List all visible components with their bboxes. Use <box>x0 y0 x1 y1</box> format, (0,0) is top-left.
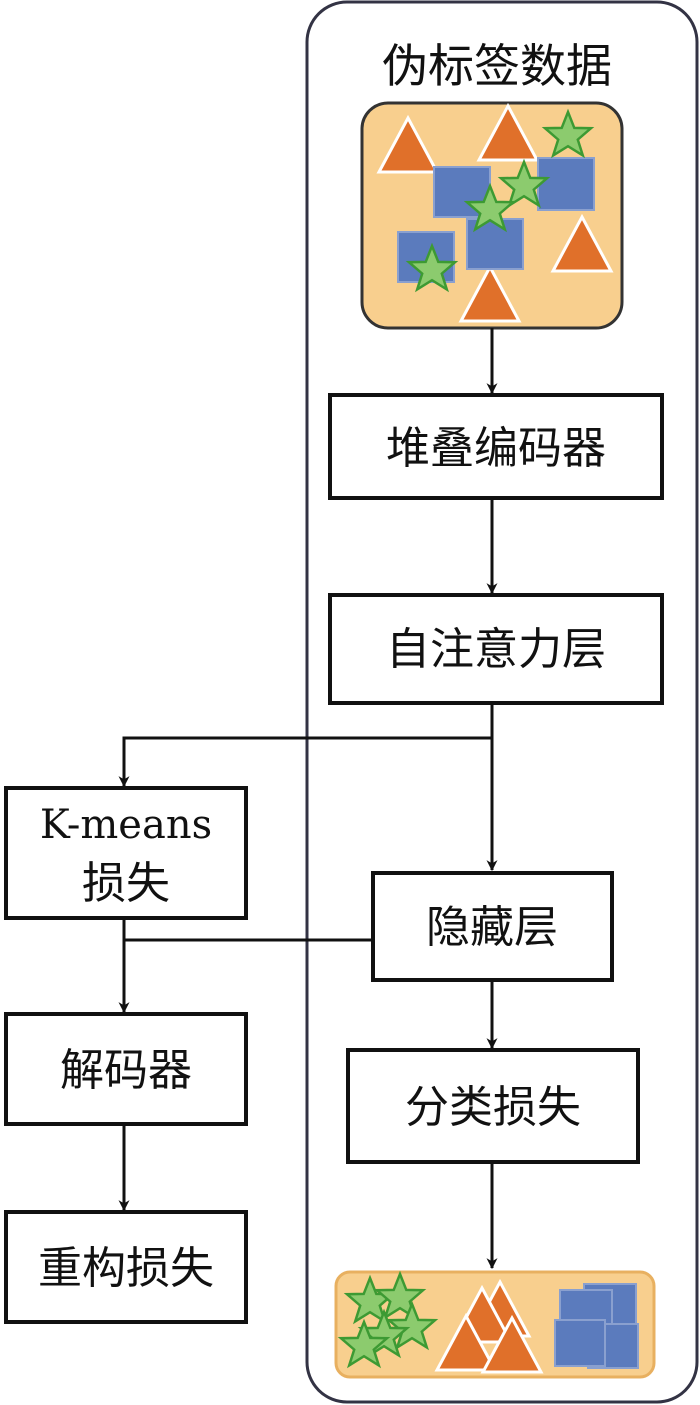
square-shape <box>537 157 595 211</box>
hidden-layer-box: 隐藏层 <box>371 871 614 982</box>
decoder-box: 解码器 <box>4 1012 248 1126</box>
stacked-encoder-label: 堆叠编码器 <box>386 423 606 474</box>
self-attention-box: 自注意力层 <box>328 593 664 705</box>
classification-loss-box: 分类损失 <box>346 1048 640 1164</box>
self-attention-label: 自注意力层 <box>386 624 606 675</box>
kmeans-loss-box: K-means 损失 <box>4 786 248 920</box>
pseudo-label-data-panel <box>360 101 624 330</box>
square-shape <box>554 1319 606 1367</box>
hidden-layer-label: 隐藏层 <box>426 902 558 953</box>
clustered-output-panel <box>334 1270 656 1379</box>
decoder-label: 解码器 <box>60 1045 192 1096</box>
classification-loss-label: 分类损失 <box>405 1082 581 1133</box>
diagram-title: 伪标签数据 <box>382 39 612 93</box>
reconstruction-loss-box: 重构损失 <box>4 1210 248 1324</box>
kmeans-loss-label-line2: 损失 <box>82 858 170 909</box>
reconstruction-loss-label: 重构损失 <box>38 1243 214 1294</box>
kmeans-loss-label-line1: K-means <box>40 802 212 848</box>
stacked-encoder-box: 堆叠编码器 <box>328 393 664 500</box>
square-shape <box>433 166 491 218</box>
outer-frame <box>305 0 699 1404</box>
